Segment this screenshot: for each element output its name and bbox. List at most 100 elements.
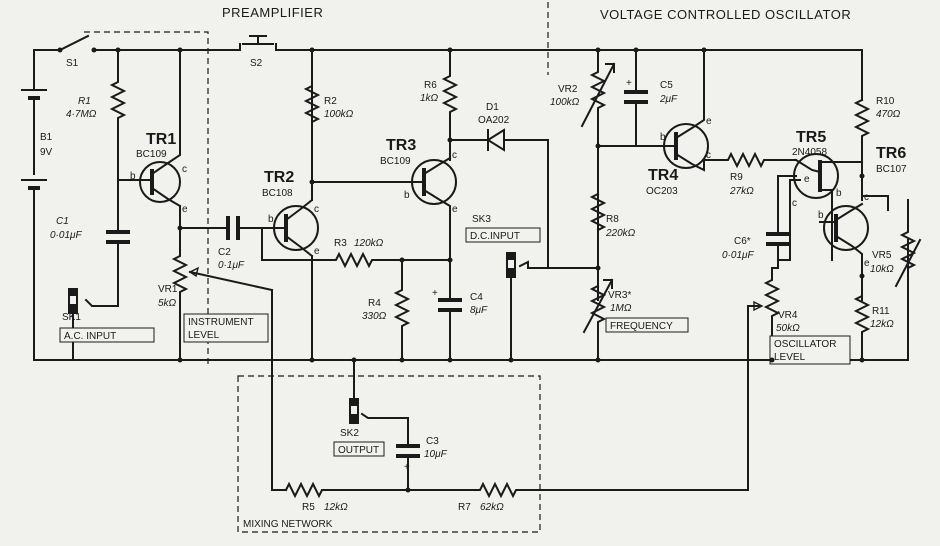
resistor-r3 — [325, 251, 453, 269]
section-title-vco: VOLTAGE CONTROLLED OSCILLATOR — [600, 7, 851, 22]
c6-value: 0·01μF — [722, 250, 754, 261]
vr4-ref: VR4 — [778, 310, 798, 321]
r5-value: 12kΩ — [324, 502, 348, 513]
r1-value: 4·7MΩ — [66, 109, 97, 120]
tr2-base-pin: b — [268, 214, 274, 225]
resistor-r8 — [589, 192, 607, 232]
oscillator-level-line1: OSCILLATOR — [774, 339, 836, 350]
resistor-r1 — [109, 49, 127, 181]
battery-b1 — [21, 49, 47, 361]
c4-value: 8μF — [470, 305, 488, 316]
tr1-type: BC109 — [136, 149, 167, 160]
ground-rail — [33, 239, 909, 361]
frequency-label: FREQUENCY — [610, 321, 673, 332]
tr4-ref: TR4 — [648, 167, 678, 184]
sk1-label-box — [59, 327, 155, 343]
sk2-label: OUTPUT — [338, 445, 379, 456]
instrument-level-line1: INSTRUMENT — [188, 317, 254, 328]
battery-label: B1 — [40, 132, 53, 143]
sk3-ref: SK3 — [472, 214, 491, 225]
socket-sk3 — [506, 252, 549, 361]
switch-s1 — [57, 47, 97, 53]
vr2-ref: VR2 — [558, 84, 578, 95]
c1-value: 0·01μF — [50, 230, 82, 241]
resistor-r11 — [853, 273, 871, 361]
switch-s1-label: S1 — [66, 58, 79, 69]
tr3-base-pin: b — [404, 190, 410, 201]
section-title-mixing-network: MIXING NETWORK — [243, 519, 333, 530]
r11-ref: R11 — [872, 306, 890, 317]
r4-ref: R4 — [368, 298, 381, 309]
instrument-level-box — [183, 313, 269, 343]
r7-value: 62kΩ — [480, 502, 504, 513]
resistor-r2 — [303, 47, 321, 201]
frequency-box — [605, 317, 689, 333]
tr3-emitter-pin: e — [452, 204, 458, 215]
switch-s2-label: S2 — [250, 58, 263, 69]
positive-rail — [33, 34, 863, 101]
transistor-tr2 — [261, 49, 327, 261]
tr5-type: 2N4058 — [792, 147, 827, 158]
tr2-emitter-pin: e — [314, 246, 320, 257]
c6-ref: C6* — [734, 236, 751, 247]
tr3-collector-pin: c — [452, 150, 457, 161]
r1-ref: R1 — [78, 96, 91, 107]
sk3-label: D.C.INPUT — [470, 231, 520, 242]
r9-ref: R9 — [730, 172, 743, 183]
vr1-ref: VR1 — [158, 284, 178, 295]
preamplifier-boundary — [84, 31, 209, 365]
r8-value: 220kΩ — [605, 228, 636, 239]
sk2-label-box — [333, 441, 385, 457]
tr1-emitter-pin: e — [182, 204, 188, 215]
sk3-label-box — [465, 227, 541, 243]
transistor-tr1 — [117, 49, 182, 208]
tr1-ref: TR1 — [146, 131, 176, 148]
capacitor-c4 — [438, 259, 462, 361]
resistor-r7 — [409, 481, 547, 499]
vr2-value: 100kΩ — [550, 97, 580, 108]
vr5-value: 10kΩ — [870, 264, 894, 275]
tr5-collector-pin: c — [792, 198, 797, 209]
r2-value: 100kΩ — [324, 109, 354, 120]
r7-ref: R7 — [458, 502, 471, 513]
r6-value: 1kΩ — [420, 93, 439, 104]
vr3-ref: VR3* — [608, 290, 631, 301]
potentiometer-vr4 — [747, 267, 781, 361]
r6-ref: R6 — [424, 80, 437, 91]
tr1-collector-pin: c — [182, 164, 187, 175]
vr4-value: 50kΩ — [776, 323, 800, 334]
c3-polarity: + — [404, 462, 410, 473]
transistor-tr6 — [819, 195, 889, 301]
tr1-base-pin: b — [130, 171, 136, 182]
d1-type: OA202 — [478, 115, 510, 126]
switch-s2 — [239, 35, 277, 51]
tr4-base-pin: b — [660, 132, 666, 143]
tr5-emitter-pin: e — [804, 174, 810, 185]
battery-voltage: 9V — [40, 147, 53, 158]
socket-sk2 — [349, 357, 359, 424]
capacitor-c6 — [766, 175, 797, 269]
sk2-ref: SK2 — [340, 428, 359, 439]
c2-value: 0·1μF — [218, 260, 245, 271]
tr5-ref: TR5 — [796, 129, 826, 146]
c1-ref: C1 — [56, 216, 69, 227]
r10-value: 470Ω — [876, 109, 901, 120]
instrument-level-line2: LEVEL — [188, 330, 220, 341]
c5-ref: C5 — [660, 80, 673, 91]
resistor-r9 — [719, 151, 797, 169]
r9-value: 27kΩ — [729, 186, 754, 197]
mixing-network-boundary — [237, 375, 541, 533]
tr4-type: OC203 — [646, 186, 678, 197]
transistor-tr3 — [311, 156, 457, 261]
resistor-r10 — [853, 98, 871, 201]
potentiometer-vr3 — [582, 265, 614, 361]
vr1-value: 5kΩ — [158, 298, 177, 309]
ground-junctions — [115, 47, 865, 363]
resistor-r5 — [284, 481, 411, 499]
tr6-emitter-pin: e — [864, 258, 870, 269]
vr5-ref: VR5 — [872, 250, 892, 261]
sk1-label: A.C. INPUT — [64, 331, 116, 342]
capacitor-c5 — [624, 47, 648, 147]
r4-value: 330Ω — [362, 311, 387, 322]
